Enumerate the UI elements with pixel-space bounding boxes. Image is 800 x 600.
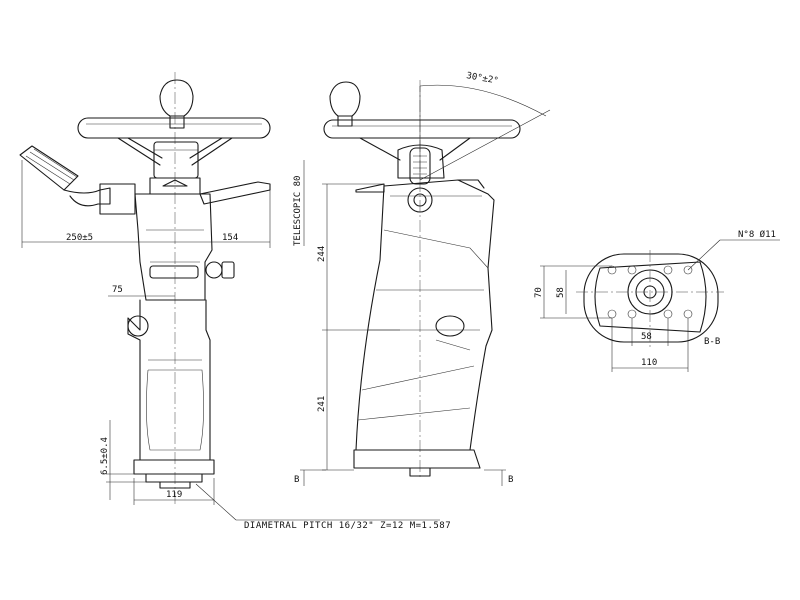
side-housing-lines xyxy=(357,195,489,421)
front-column-upper-lines xyxy=(146,229,204,263)
dim-241-text: 241 xyxy=(317,396,327,412)
bb-dim-58h-text: 58 xyxy=(641,332,652,342)
front-column-panel xyxy=(146,359,204,451)
side-wheel-spokes xyxy=(359,137,471,161)
front-base-foot xyxy=(145,473,203,483)
bb-section-name: B-B xyxy=(704,337,720,347)
bb-hole-7 xyxy=(663,309,673,319)
side-knob-stem xyxy=(337,115,353,127)
bb-plate xyxy=(594,261,707,333)
dim-telescopic-text: TELESCOPIC 80 xyxy=(293,176,303,246)
side-hub xyxy=(397,144,445,179)
bb-hole-2 xyxy=(627,265,637,275)
dim-angle-text: 30°±2° xyxy=(465,71,499,86)
front-knob xyxy=(159,79,194,117)
front-left-switch xyxy=(99,183,136,215)
bb-hole-3 xyxy=(663,265,673,275)
dim-154-text: 154 xyxy=(222,233,238,243)
dim-244-text: 244 xyxy=(317,246,327,262)
side-spline xyxy=(409,467,431,477)
pitch-note: DIAMETRAL PITCH 16/32" Z=12 M=1.587 xyxy=(195,483,451,531)
side-pivot-inner xyxy=(413,193,427,207)
front-hub xyxy=(153,141,199,179)
bb-hole-5 xyxy=(607,309,617,319)
dim-angle-arc xyxy=(419,84,547,117)
front-right-lever xyxy=(199,181,271,205)
bb-dim-70-text: 70 xyxy=(534,287,544,298)
bb-holes-leader xyxy=(687,239,721,271)
side-lever-stub xyxy=(355,183,385,193)
side-knob xyxy=(329,81,361,117)
front-key-switch xyxy=(205,261,223,279)
side-tilt-line xyxy=(435,339,471,351)
dim-angle-line xyxy=(419,109,551,181)
bb-hole-6 xyxy=(627,309,637,319)
bb-holes-text: N°8 Ø11 xyxy=(738,229,776,240)
section-b-left-text: B xyxy=(294,475,299,485)
front-base xyxy=(133,459,215,475)
front-left-lever-stem xyxy=(63,187,111,207)
pitch-leader xyxy=(195,483,237,521)
front-left-lever-grip xyxy=(19,145,79,191)
bb-dim-58v-text: 58 xyxy=(556,287,566,298)
dim-key-text: 6.5±0.4 xyxy=(100,437,110,475)
bb-hole-4 xyxy=(683,265,693,275)
front-knob-stem xyxy=(169,115,185,129)
front-key xyxy=(221,261,235,279)
side-pivot-outer xyxy=(407,187,433,213)
front-collar-mark xyxy=(162,179,188,187)
side-base xyxy=(353,449,481,469)
section-bb: N°8 Ø11 70 58 58 110 B-B xyxy=(534,229,780,372)
front-wheel-spokes xyxy=(117,137,233,166)
bb-dim-110-text: 110 xyxy=(641,358,657,368)
dim-75-text: 75 xyxy=(112,285,123,295)
front-view: 250±5 154 75 119 6.5±0.4 xyxy=(19,72,271,505)
front-tilt-knob xyxy=(127,315,149,337)
front-spline xyxy=(159,481,191,489)
side-wheel-rim xyxy=(323,119,521,139)
side-tilt-knob xyxy=(435,315,465,337)
front-column-tube xyxy=(127,299,211,461)
section-b-right-text: B xyxy=(508,475,513,485)
side-housing xyxy=(355,179,495,451)
side-top-cap xyxy=(457,179,485,189)
dim-119-text: 119 xyxy=(166,490,182,500)
front-column-slot xyxy=(149,265,199,279)
pitch-text: DIAMETRAL PITCH 16/32" Z=12 M=1.587 xyxy=(244,521,451,531)
dim-250-text: 250±5 xyxy=(66,233,93,243)
front-column-upper xyxy=(134,193,213,301)
bb-hole-8 xyxy=(683,309,693,319)
front-left-lever-ribs xyxy=(25,148,78,185)
side-view: B B 244 241 TELESCOPIC 80 30°±2° xyxy=(293,71,551,486)
front-wheel-rim xyxy=(77,117,271,139)
